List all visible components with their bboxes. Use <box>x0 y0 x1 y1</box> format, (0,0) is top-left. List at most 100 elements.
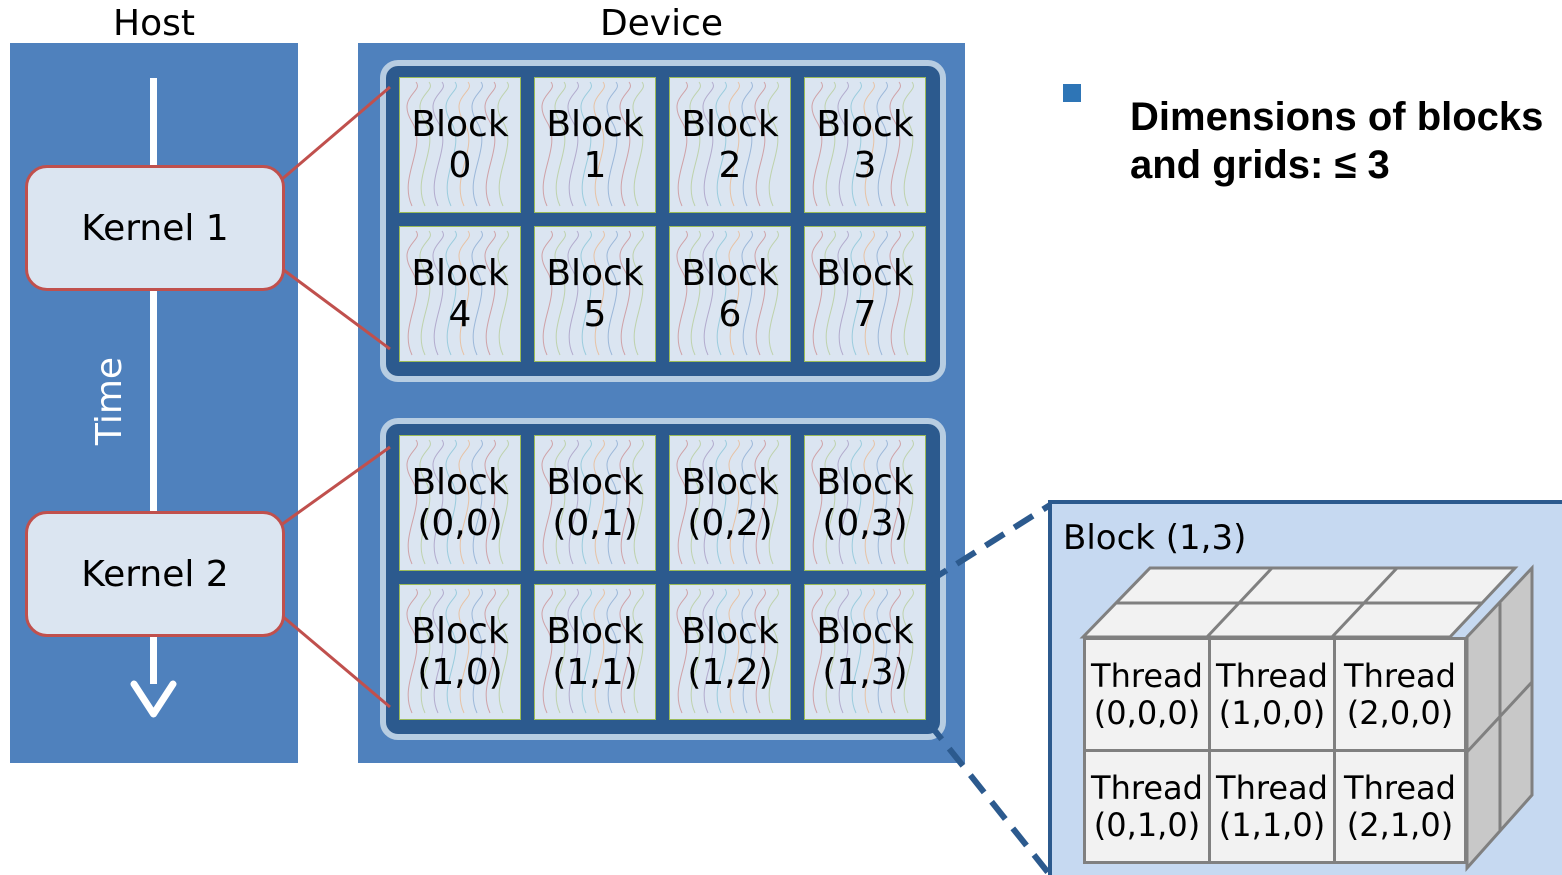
thread-squiggles-icon <box>676 230 779 356</box>
thread-squiggles-icon <box>676 81 779 207</box>
kernel2-connector-bottom <box>280 613 391 709</box>
timeline-arrow-icon <box>130 680 177 718</box>
thread-title: Thread <box>1091 768 1203 807</box>
thread-squiggles-icon <box>541 230 644 356</box>
block-index: 7 <box>853 294 877 335</box>
block-title: Block <box>411 252 509 294</box>
grid2-block: Block(0,1) <box>534 435 656 571</box>
grid2-block: Block(1,3) <box>804 584 926 720</box>
thread-squiggles-icon <box>676 588 779 714</box>
thread-squiggles-icon <box>811 230 914 356</box>
thread-index: (1,1,0) <box>1218 805 1326 844</box>
block-index: (1,0) <box>417 652 503 693</box>
kernel1-connector-top <box>280 85 391 182</box>
block-title: Block <box>816 461 914 503</box>
block-index: 2 <box>718 145 742 186</box>
thread-cell: Thread(1,1,0) <box>1208 749 1336 864</box>
timeline-line <box>150 78 157 684</box>
thread-index: (2,1,0) <box>1346 805 1454 844</box>
grid2-block: Block(1,0) <box>399 584 521 720</box>
block-index: (0,3) <box>822 503 908 544</box>
thread-cell: Thread(0,1,0) <box>1083 749 1211 864</box>
host-label: Host <box>113 3 195 44</box>
block-title: Block <box>411 461 509 503</box>
block-title: Block <box>546 461 644 503</box>
block-index: 5 <box>583 294 607 335</box>
thread-index: (0,0,0) <box>1093 693 1201 732</box>
block-title: Block <box>681 461 779 503</box>
block-title: Block <box>816 610 914 652</box>
thread-squiggles-icon <box>406 230 509 356</box>
bullet-line-1: Dimensions of blocks <box>1130 95 1544 139</box>
block-title: Block <box>816 252 914 294</box>
block-title: Block <box>816 103 914 145</box>
thread-squiggles-icon <box>406 588 509 714</box>
thread-cell: Thread(2,0,0) <box>1333 637 1467 752</box>
kernel1-connector-bottom <box>280 266 391 351</box>
grid2-block: Block(1,2) <box>669 584 791 720</box>
thread-squiggles-icon <box>541 439 644 565</box>
kernel-1-box: Kernel 1 <box>25 165 285 291</box>
block-title: Block <box>411 610 509 652</box>
block-index: 3 <box>853 145 877 186</box>
block-index: (0,2) <box>687 503 773 544</box>
grid2-block: Block(1,1) <box>534 584 656 720</box>
block-title: Block <box>546 252 644 294</box>
kernel-1-label: Kernel 1 <box>81 207 229 249</box>
thread-index: (2,0,0) <box>1346 693 1454 732</box>
thread-squiggles-icon <box>811 439 914 565</box>
block-index: 4 <box>448 294 472 335</box>
thread-squiggles-icon <box>406 439 509 565</box>
block-title: Block <box>681 610 779 652</box>
block-index: (1,3) <box>822 652 908 693</box>
thread-cell: Thread(0,0,0) <box>1083 637 1211 752</box>
bullet-square-icon <box>1063 84 1081 102</box>
thread-squiggles-icon <box>541 81 644 207</box>
block-title: Block <box>411 103 509 145</box>
block-index: 6 <box>718 294 742 335</box>
block-index: (1,2) <box>687 652 773 693</box>
thread-squiggles-icon <box>541 588 644 714</box>
block-title: Block <box>681 103 779 145</box>
kernel-2-box: Kernel 2 <box>25 511 285 637</box>
device-label: Device <box>599 3 724 44</box>
thread-title: Thread <box>1091 656 1203 695</box>
thread-index: (1,0,0) <box>1218 693 1326 732</box>
block-index: (0,0) <box>417 503 503 544</box>
block-index: 1 <box>583 145 607 186</box>
zoomed-block-title: Block (1,3) <box>1063 518 1247 558</box>
thread-cell: Thread(2,1,0) <box>1333 749 1467 864</box>
block-title: Block <box>546 610 644 652</box>
thread-squiggles-icon <box>811 81 914 207</box>
thread-title: Thread <box>1344 656 1456 695</box>
bullet-line-2: and grids: ≤ 3 <box>1130 143 1390 187</box>
thread-squiggles-icon <box>676 439 779 565</box>
thread-squiggles-icon <box>406 81 509 207</box>
thread-title: Thread <box>1216 768 1328 807</box>
grid2-block: Block(0,2) <box>669 435 791 571</box>
grid2-block: Block(0,0) <box>399 435 521 571</box>
block-title: Block <box>546 103 644 145</box>
thread-title: Thread <box>1216 656 1328 695</box>
thread-cube-faces <box>1079 564 1534 872</box>
block-title: Block <box>681 252 779 294</box>
thread-index: (0,1,0) <box>1093 805 1201 844</box>
zoom-connector-bottom <box>925 720 1053 875</box>
block-index: (0,1) <box>552 503 638 544</box>
grid2-block: Block(0,3) <box>804 435 926 571</box>
kernel2-connector-top <box>280 445 391 527</box>
thread-squiggles-icon <box>811 588 914 714</box>
zoom-connector-top <box>926 502 1052 585</box>
thread-title: Thread <box>1344 768 1456 807</box>
thread-cell: Thread(1,0,0) <box>1208 637 1336 752</box>
block-index: 0 <box>448 145 472 186</box>
